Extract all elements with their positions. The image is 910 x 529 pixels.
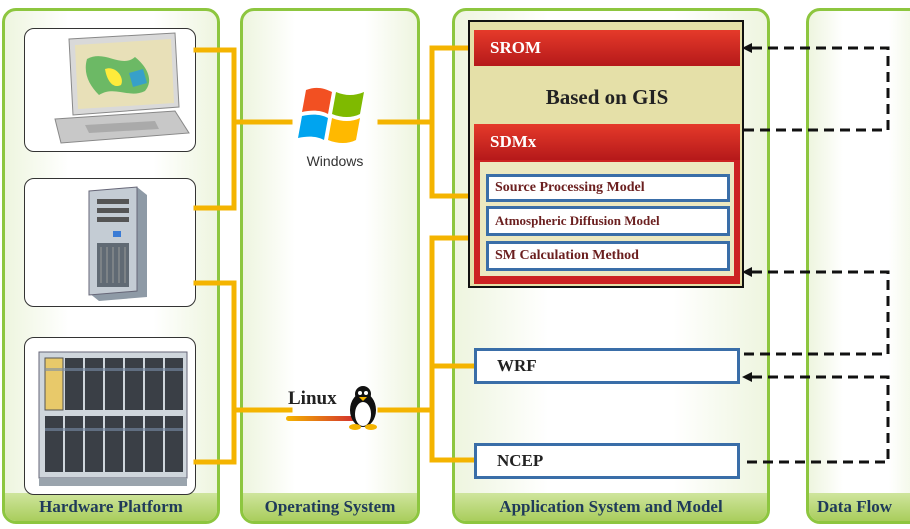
data-flow-label: Data Flow	[809, 493, 910, 521]
cabinet-server-icon	[38, 351, 188, 486]
data-flow-panel: Data Flow	[806, 8, 910, 524]
atmospheric-diffusion-model-box: Atmospheric Diffusion Model	[486, 206, 730, 236]
hardware-platform-label: Hardware Platform	[5, 493, 217, 521]
linux-swoosh	[286, 416, 356, 421]
wrf-box: WRF	[474, 348, 740, 384]
windows-label: Windows	[306, 153, 364, 169]
linux-penguin-icon	[349, 386, 377, 430]
windows-logo: Windows	[290, 80, 380, 170]
tower-server-icon	[88, 186, 147, 301]
ncep-box: NCEP	[474, 443, 740, 479]
source-processing-model-box: Source Processing Model	[486, 174, 730, 202]
linux-label: Linux	[288, 388, 337, 409]
sdmx-bar: SDMx	[474, 124, 740, 160]
linux-logo: Linux	[286, 384, 386, 434]
windows-logo-icon	[298, 87, 364, 143]
operating-system-label: Operating System	[243, 493, 417, 521]
gis-label: Based on GIS	[545, 84, 669, 109]
cabinet-server-box	[24, 337, 196, 495]
application-system-label: Application System and Model	[455, 493, 767, 521]
srom-bar: SROM	[474, 30, 740, 66]
tower-server-box	[24, 178, 196, 307]
laptop-box	[24, 28, 196, 152]
sm-calculation-method-box: SM Calculation Method	[486, 241, 730, 271]
laptop-icon	[54, 32, 190, 144]
